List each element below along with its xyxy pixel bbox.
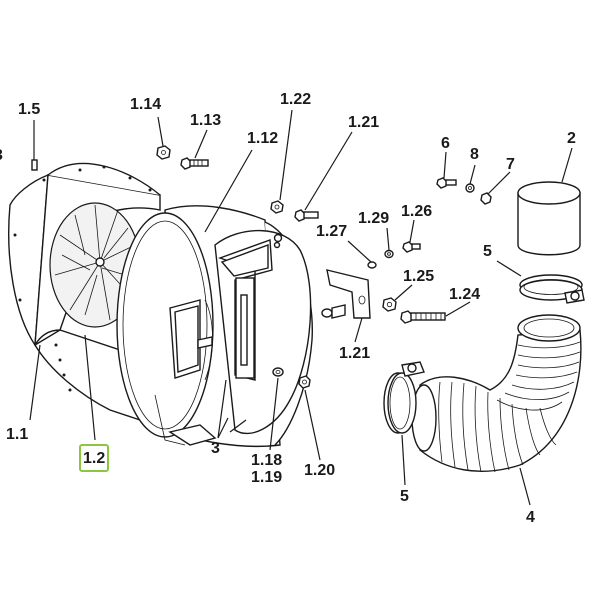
hose-clamp-part-5-top — [519, 274, 585, 304]
bolt-part-1-21-top — [294, 209, 319, 222]
callout-label-1-29[interactable]: 1.29 — [358, 210, 390, 227]
callout-label-1-12[interactable]: 1.12 — [247, 130, 279, 147]
washer-part-1-29 — [384, 249, 394, 259]
impeller — [49, 202, 141, 328]
callout-label-1-25[interactable]: 1.25 — [403, 268, 435, 285]
nut-part-1-14 — [156, 145, 171, 160]
hose-clamp-part-5-bottom — [383, 361, 425, 434]
nut-part-1-25 — [382, 297, 397, 312]
callout-label-1-27[interactable]: 1.27 — [316, 223, 348, 240]
pin-part-1-5 — [31, 159, 38, 171]
bolt-part-1-24 — [400, 310, 446, 324]
housing-front-plate — [169, 229, 312, 435]
bolt-part-6 — [436, 177, 457, 189]
selected-callout-highlight — [79, 444, 109, 472]
back-plate-rivets — [13, 165, 152, 392]
washer-part-1-27 — [367, 261, 377, 269]
washer-part-1-18 — [272, 367, 284, 377]
callout-label-1-21-bottom[interactable]: 1.21 — [339, 345, 371, 362]
callout-label-1-1[interactable]: 1.1 — [6, 426, 29, 443]
nut-part-1-20 — [298, 375, 311, 389]
flexible-hose-part-4 — [411, 314, 582, 473]
callout-label-5-bottom[interactable]: 5 — [400, 488, 409, 505]
leader-lines — [29, 109, 573, 506]
callout-label-1-22[interactable]: 1.22 — [280, 91, 312, 108]
callout-label-1-24[interactable]: 1.24 — [449, 286, 481, 303]
bolt-part-1-26 — [402, 241, 421, 253]
callout-label-1-26[interactable]: 1.26 — [401, 203, 433, 220]
callout-label-1-18[interactable]: 1.18 — [251, 452, 283, 469]
hose-sleeve-part-2 — [517, 181, 581, 256]
callout-label-1-5[interactable]: 1.5 — [18, 101, 41, 118]
callout-label-edge-cutoff: 3 — [0, 148, 3, 164]
bolt-part-1-13 — [180, 157, 209, 170]
mount-bracket-part-1-21 — [321, 269, 371, 319]
callout-label-5-top[interactable]: 5 — [483, 243, 492, 260]
callout-label-1-21-top[interactable]: 1.21 — [348, 114, 380, 131]
callout-label-4[interactable]: 4 — [526, 509, 535, 526]
callout-label-3[interactable]: 3 — [211, 440, 220, 457]
callout-label-2[interactable]: 2 — [567, 130, 576, 147]
callout-label-1-19[interactable]: 1.19 — [251, 469, 283, 486]
callout-label-8[interactable]: 8 — [470, 146, 479, 163]
callout-label-1-13[interactable]: 1.13 — [190, 112, 222, 129]
nut-part-7 — [480, 192, 492, 205]
callout-label-1-2[interactable]: 1.2 — [83, 450, 106, 467]
callout-label-1-14[interactable]: 1.14 — [130, 96, 162, 113]
washer-part-8 — [465, 183, 475, 193]
callout-label-7[interactable]: 7 — [506, 156, 515, 173]
callout-label-6[interactable]: 6 — [441, 135, 450, 152]
callout-label-1-20[interactable]: 1.20 — [304, 462, 336, 479]
nut-part-1-22 — [270, 200, 284, 214]
